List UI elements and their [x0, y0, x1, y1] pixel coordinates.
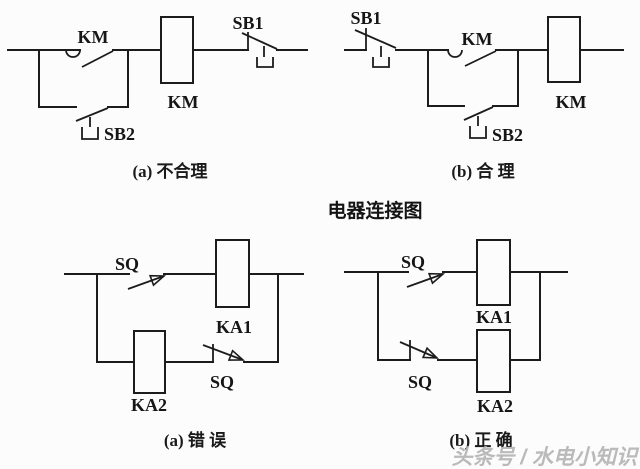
- contact-blade: [406, 273, 444, 288]
- contact-blade: [463, 106, 494, 121]
- page-title: 电器连接图: [327, 199, 422, 222]
- sb2-no-pushbutton: [463, 106, 494, 139]
- watermark-text: 头条号 / 水电小知识: [451, 445, 640, 469]
- contact-blade: [127, 275, 165, 290]
- sq-no-label: SQ: [115, 254, 139, 274]
- sb2-label: SB2: [104, 124, 135, 144]
- diagram-top-right: SB1 KM KM SB2 (b) 合 理: [344, 8, 624, 181]
- contact-blade: [241, 32, 278, 50]
- contact-blade: [202, 344, 244, 361]
- km-contact-label: KM: [462, 29, 493, 49]
- actuator-button: [469, 126, 487, 139]
- blade-arrowhead: [148, 274, 167, 287]
- actuator-button: [256, 57, 274, 68]
- sq-no-label: SQ: [401, 252, 425, 272]
- km-contact-label: KM: [78, 27, 109, 47]
- sb2-label: SB2: [492, 125, 523, 145]
- sq-nc-contact: [202, 344, 246, 362]
- caption-top-left: (a) 不合理: [132, 161, 207, 181]
- actuator-button: [372, 57, 390, 68]
- diagram-bottom-left: SQ KA1 SQ KA2 (a) 错 误: [64, 239, 304, 450]
- fixed-contact-arc: [447, 49, 463, 58]
- caption-bottom-left: (a) 错 误: [164, 430, 227, 450]
- blade-arrowhead: [427, 272, 446, 285]
- contact-blade: [399, 341, 438, 359]
- km-coil-label: KM: [168, 92, 199, 112]
- contact-blade: [464, 50, 497, 67]
- sb1-label: SB1: [350, 8, 381, 28]
- sq-no-contact: [127, 274, 167, 290]
- km-no-contact: [65, 49, 114, 68]
- sq-nc-label: SQ: [210, 372, 234, 392]
- contact-blade: [354, 29, 397, 49]
- ka1-label: KA1: [476, 307, 512, 327]
- ka1-label: KA1: [216, 317, 252, 337]
- sb2-no-pushbutton: [75, 107, 109, 140]
- ka2-label: KA2: [477, 396, 513, 416]
- actuator-button: [81, 127, 99, 140]
- diagram-top-left: KM KM SB1 SB2 (a) 不合理: [7, 13, 308, 181]
- ka2-coil: [133, 330, 166, 394]
- blade-arrowhead: [421, 346, 440, 359]
- sq-nc-label: SQ: [408, 372, 432, 392]
- sq-nc-contact: [399, 340, 440, 360]
- km-coil: [547, 16, 581, 83]
- contact-blade: [75, 107, 109, 122]
- ka2-label: KA2: [131, 395, 167, 415]
- km-coil-label: KM: [556, 92, 587, 112]
- sb1-label: SB1: [232, 13, 263, 33]
- contact-blade: [81, 50, 114, 68]
- caption-top-right: (b) 合 理: [451, 161, 514, 181]
- ka2-coil: [476, 329, 511, 393]
- ka1-coil: [476, 239, 511, 306]
- sb1-nc-pushbutton: [354, 28, 397, 68]
- sb1-nc-pushbutton: [241, 32, 278, 68]
- ka1-coil: [215, 239, 250, 308]
- diagram-bottom-right: SQ KA1 SQ KA2 (b) 正 确: [344, 239, 568, 450]
- km-no-contact: [447, 49, 497, 67]
- caption-bottom-right: (b) 正 确: [449, 430, 512, 450]
- fixed-contact-arc: [65, 49, 81, 58]
- blade-arrowhead: [227, 349, 246, 361]
- sq-no-contact: [406, 272, 446, 288]
- km-coil: [160, 16, 194, 84]
